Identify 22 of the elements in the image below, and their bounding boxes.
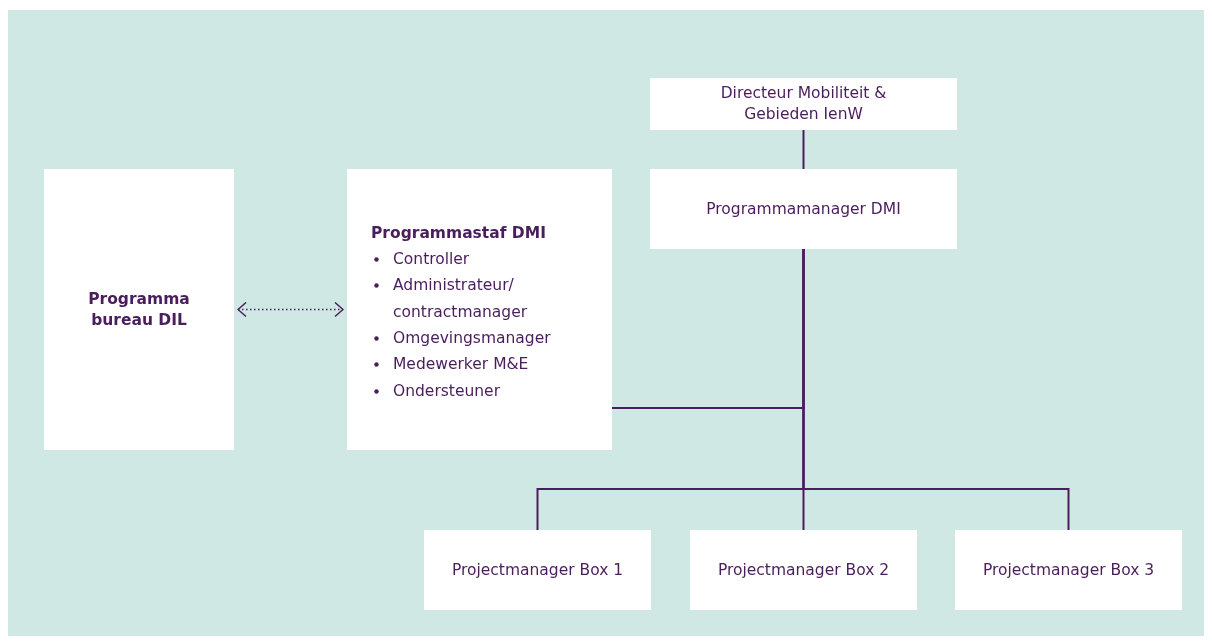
list-item: Ondersteuner [393, 381, 501, 400]
role-box [650, 169, 957, 249]
role-box [650, 78, 957, 130]
role-label: Projectmanager Box 3 [982, 559, 1155, 581]
list-item: Controller [393, 249, 470, 268]
role-label: Programma bureau DIL [87, 288, 191, 331]
role-box [955, 530, 1182, 610]
box-heading: Programmastaf DMI [371, 223, 546, 244]
role-box [44, 169, 234, 450]
double-arrow [237, 301, 344, 318]
role-list-box [347, 169, 612, 450]
role-box [424, 530, 651, 610]
role-label: Programmamanager DMI [706, 198, 901, 220]
list-item: Omgevingsmanager [393, 328, 551, 347]
role-label: Projectmanager Box 2 [717, 559, 890, 581]
connector-line [802, 129, 805, 170]
role-label: Directeur Mobiliteit & Gebieden IenW [719, 83, 888, 125]
list-item: Administrateur/ contractmanager [393, 276, 528, 321]
connector-line [802, 248, 1070, 531]
list-item: Medewerker M&E [393, 355, 529, 374]
role-box [690, 530, 917, 610]
role-label: Projectmanager Box 1 [451, 559, 624, 581]
